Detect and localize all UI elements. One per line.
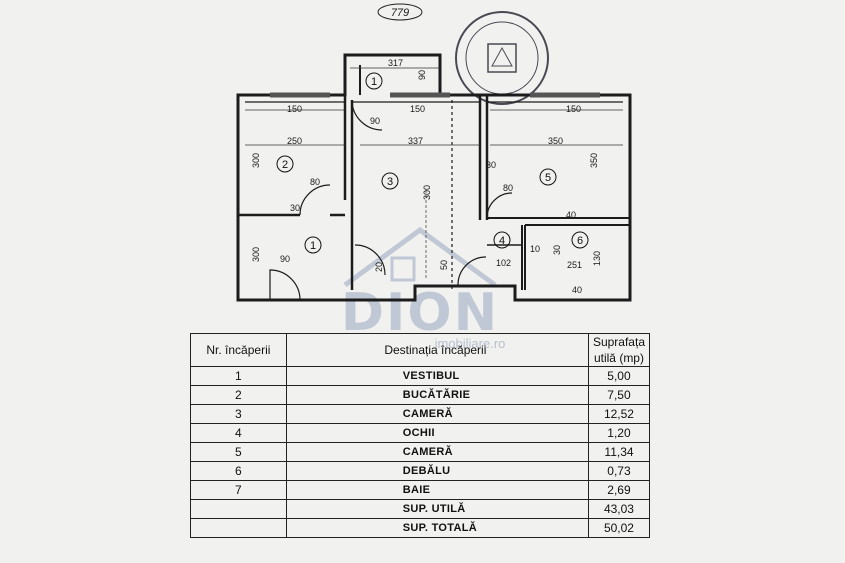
svg-text:250: 250 <box>287 136 302 146</box>
total-label: SUP. TOTALĂ <box>285 518 589 538</box>
room-nr <box>190 518 287 538</box>
svg-text:130: 130 <box>592 251 602 266</box>
header-useful-area: Suprafața utilă (mp) <box>587 333 651 367</box>
room-name: VESTIBUL <box>285 366 589 386</box>
room-name: DEBĂLU <box>285 461 589 481</box>
svg-text:779: 779 <box>391 7 409 19</box>
total-value: 50,02 <box>587 518 651 538</box>
walls <box>236 53 632 302</box>
svg-text:50: 50 <box>439 260 449 270</box>
room-nr <box>190 499 287 519</box>
table-row: 6 DEBĂLU 0,73 <box>190 461 651 481</box>
room-nr: 5 <box>190 442 287 462</box>
room-nr: 7 <box>190 480 287 500</box>
room-area: 5,00 <box>587 366 651 386</box>
svg-text:102: 102 <box>496 258 511 268</box>
svg-text:150: 150 <box>566 104 581 114</box>
room-name: CAMERĂ <box>285 404 589 424</box>
svg-text:251: 251 <box>567 260 582 270</box>
table-row: 2 BUCĂTĂRIE 7,50 <box>190 385 651 405</box>
official-stamp <box>455 11 549 105</box>
table-row: 5 CAMERĂ 11,34 <box>190 442 651 462</box>
svg-text:80: 80 <box>310 177 320 187</box>
room-area: 2,69 <box>587 480 651 500</box>
svg-text:300: 300 <box>251 247 261 262</box>
svg-text:90: 90 <box>280 254 290 264</box>
door-swings <box>269 99 513 301</box>
svg-text:20: 20 <box>374 262 384 272</box>
svg-text:350: 350 <box>589 153 599 168</box>
svg-text:90: 90 <box>370 116 380 126</box>
page-id-label: 779 <box>377 3 423 21</box>
table-row: 1 VESTIBUL 5,00 <box>190 366 651 386</box>
total-label: SUP. UTILĂ <box>285 499 589 519</box>
table-row: 4 OCHII 1,20 <box>190 423 651 443</box>
table-row: 7 BAIE 2,69 <box>190 480 651 500</box>
svg-text:317: 317 <box>388 58 403 68</box>
room-area: 11,34 <box>587 442 651 462</box>
room-number: 2 <box>282 159 288 171</box>
room-number: 6 <box>577 235 583 247</box>
room-number: 3 <box>387 176 393 188</box>
room-area: 1,20 <box>587 423 651 443</box>
room-nr: 4 <box>190 423 287 443</box>
svg-text:30: 30 <box>552 245 562 255</box>
table-row: 3 CAMERĂ 12,52 <box>190 404 651 424</box>
room-nr: 2 <box>190 385 287 405</box>
header-room-number: Nr. încăperii <box>190 333 287 367</box>
table-header-row: Nr. încăperii Destinația încăperii Supra… <box>190 333 651 367</box>
room-number: 4 <box>499 235 505 247</box>
svg-text:10: 10 <box>530 244 540 254</box>
svg-text:337: 337 <box>408 136 423 146</box>
room-number: 5 <box>545 172 551 184</box>
svg-text:350: 350 <box>548 136 563 146</box>
room-area: 0,73 <box>587 461 651 481</box>
room-name: BAIE <box>285 480 589 500</box>
room-number: 1 <box>310 240 316 252</box>
svg-text:90: 90 <box>417 70 427 80</box>
room-name: OCHII <box>285 423 589 443</box>
room-numbers <box>276 72 589 254</box>
svg-text:30: 30 <box>486 160 496 170</box>
rooms-table: Nr. încăperii Destinația încăperii Supra… <box>190 333 651 538</box>
svg-text:150: 150 <box>410 104 425 114</box>
room-name: BUCĂTĂRIE <box>285 385 589 405</box>
svg-text:40: 40 <box>566 210 576 220</box>
header-room-destination: Destinația încăperii <box>285 333 589 367</box>
room-number: 1 <box>371 76 377 88</box>
total-value: 43,03 <box>587 499 651 519</box>
table-row-total-overall: SUP. TOTALĂ 50,02 <box>190 518 651 538</box>
svg-text:300: 300 <box>422 185 432 200</box>
room-nr: 3 <box>190 404 287 424</box>
svg-text:30: 30 <box>290 203 300 213</box>
svg-text:150: 150 <box>287 104 302 114</box>
svg-text:40: 40 <box>572 285 582 295</box>
table-row-total-useful: SUP. UTILĂ 43,03 <box>190 499 651 519</box>
dimension-labels: 317 90 150 250 300 80 30 150 90 337 300 … <box>251 58 602 295</box>
svg-text:300: 300 <box>251 153 261 168</box>
room-area: 7,50 <box>587 385 651 405</box>
dimension-lines <box>245 67 623 280</box>
room-nr: 1 <box>190 366 287 386</box>
svg-text:80: 80 <box>503 183 513 193</box>
room-area: 12,52 <box>587 404 651 424</box>
room-name: CAMERĂ <box>285 442 589 462</box>
room-nr: 6 <box>190 461 287 481</box>
